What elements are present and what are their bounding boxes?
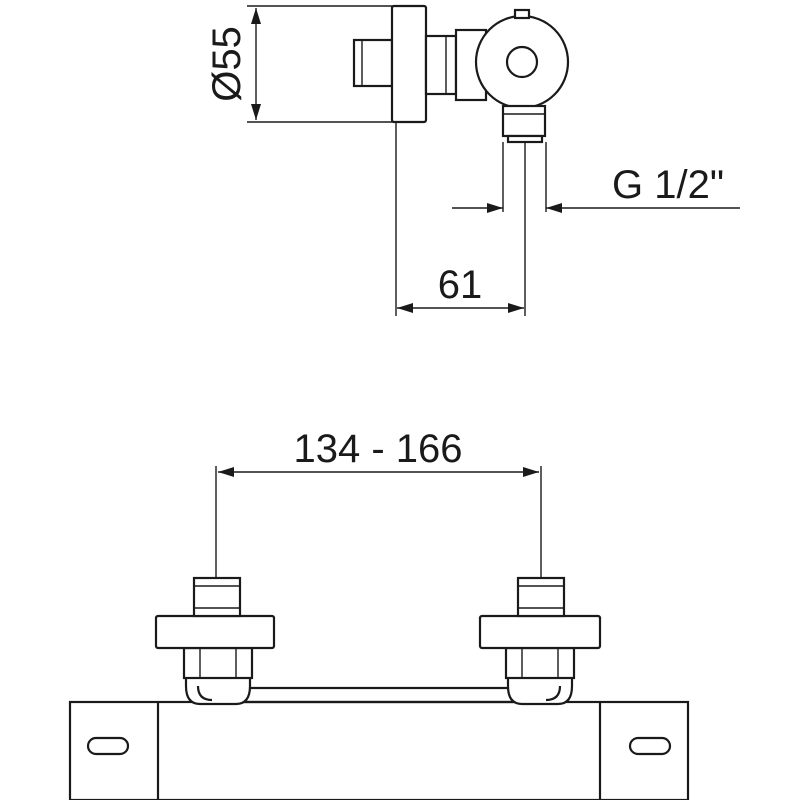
front-view: 134 - 166 [68, 427, 690, 800]
depth-arrow-right [508, 303, 524, 313]
valve-center-ring [505, 45, 539, 79]
center-distance-label: 134 - 166 [293, 427, 462, 471]
wall-stub [352, 38, 394, 88]
center-arrow-left [218, 467, 234, 477]
right-connector [478, 576, 602, 706]
outlet-thread-end [506, 134, 544, 144]
outlet-nut [501, 104, 547, 138]
thread-arrow-right [546, 203, 562, 213]
connector-neck [424, 34, 458, 96]
wall-flange [390, 4, 428, 124]
valve-body [474, 14, 570, 110]
right-elbow-curve [545, 685, 562, 702]
side-view: Ø55 G 1/2" 61 [205, 4, 740, 316]
right-stub [516, 576, 566, 618]
right-elbow [506, 674, 574, 706]
valve-top-nub [513, 8, 531, 20]
mixer-body [68, 700, 690, 800]
left-elbow [184, 674, 252, 706]
diameter-arrow-bottom [251, 104, 261, 120]
thread-label: G 1/2" [612, 163, 724, 207]
thread-arrow-left [487, 203, 503, 213]
depth-label: 61 [438, 263, 483, 307]
depth-arrow-left [397, 303, 413, 313]
left-connector [154, 576, 276, 706]
diameter-label: Ø55 [205, 26, 249, 102]
right-flange [478, 614, 602, 650]
center-arrow-right [523, 467, 539, 477]
left-flange [154, 614, 276, 650]
diameter-arrow-top [251, 8, 261, 24]
left-hex-nut [182, 646, 254, 680]
slot-left [86, 736, 130, 756]
slot-right [628, 736, 672, 756]
left-elbow-curve [196, 685, 213, 702]
left-stub [192, 576, 242, 618]
right-hex-nut [504, 646, 576, 680]
